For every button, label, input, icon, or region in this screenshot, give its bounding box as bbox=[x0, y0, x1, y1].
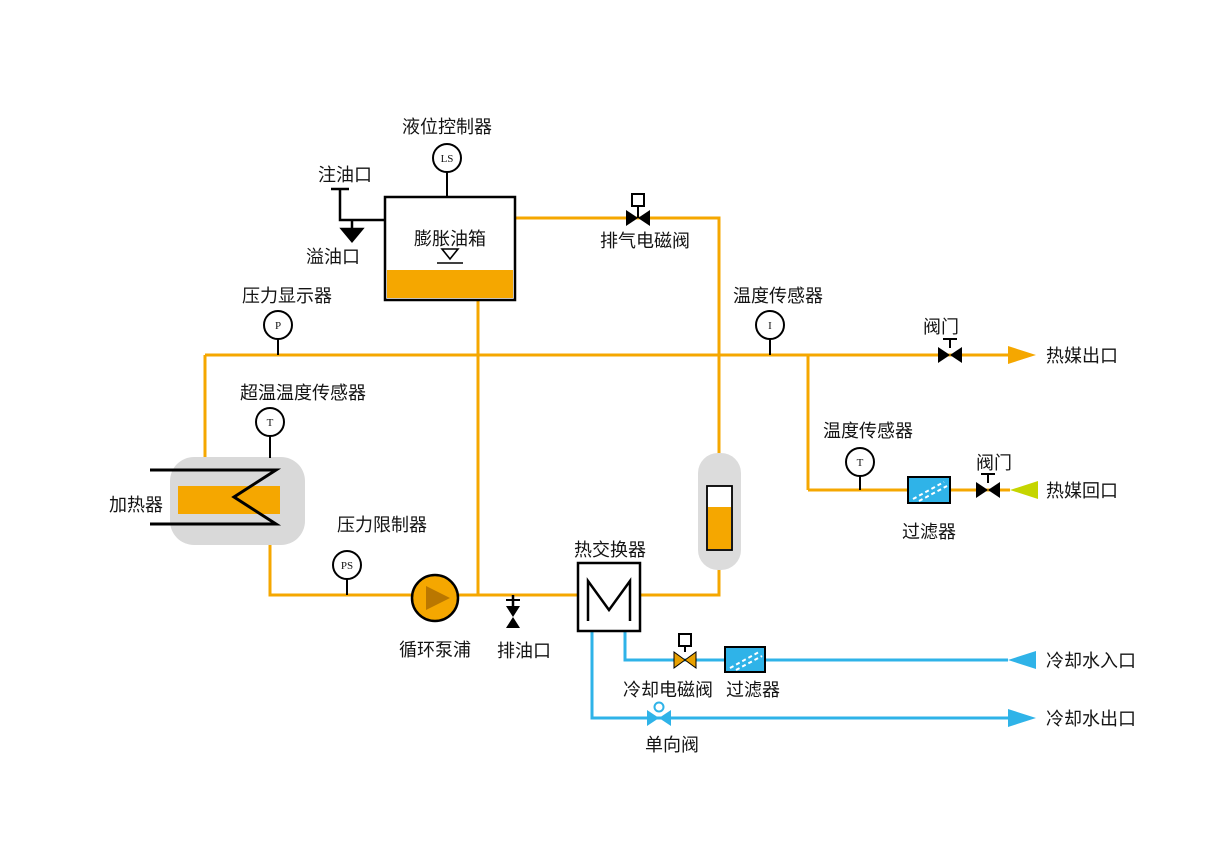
cooling-solenoid-valve bbox=[673, 633, 697, 669]
exhaust-solenoid-body-left bbox=[626, 210, 638, 226]
fill-overflow-pipes bbox=[331, 187, 385, 243]
label-oil-fill-port: 注油口 bbox=[318, 165, 372, 185]
overtemp-sensor-instrument: T bbox=[255, 407, 285, 458]
heat-exchanger bbox=[576, 561, 642, 633]
outlet-valve-body-left bbox=[938, 347, 950, 363]
check-valve-cap bbox=[653, 701, 665, 713]
pressure-display-instrument: P bbox=[263, 310, 293, 355]
oil-drain-valve bbox=[506, 595, 520, 628]
pressure-limiter-instrument: PS bbox=[332, 550, 362, 595]
outlet-valve bbox=[938, 338, 962, 363]
label-heat-medium-outlet: 热媒出口 bbox=[1046, 346, 1118, 366]
exhaust-solenoid-valve bbox=[626, 193, 650, 226]
label-overtemp-sensor: 超温温度传感器 bbox=[240, 383, 366, 403]
pressure-display-tag: P bbox=[275, 320, 281, 332]
label-heater: 加热器 bbox=[109, 495, 163, 515]
separator-oil-level bbox=[708, 507, 731, 549]
temperature-sensor-return-tag: T bbox=[857, 457, 864, 469]
label-cooling-water-outlet: 冷却水出口 bbox=[1046, 709, 1136, 729]
overtemp-sensor-tag: T bbox=[267, 417, 274, 429]
overtemp-sensor-bubble bbox=[255, 407, 285, 437]
temperature-sensor-return-bubble bbox=[845, 447, 875, 477]
circulation-pump bbox=[410, 573, 460, 623]
label-expansion-tank: 膨胀油箱 bbox=[414, 229, 486, 249]
cooling-solenoid-coil bbox=[678, 633, 692, 647]
label-temperature-sensor-main: 温度传感器 bbox=[733, 286, 823, 306]
tank-level-mark bbox=[440, 248, 460, 261]
label-pressure-limiter: 压力限制器 bbox=[337, 515, 427, 535]
level-controller-bubble bbox=[432, 143, 462, 173]
label-pressure-display: 压力显示器 bbox=[242, 286, 332, 306]
labels: 液位控制器 注油口 溢油口 膨胀油箱 排气电磁阀 压力显示器 温度传感器 阀门 … bbox=[109, 117, 1136, 755]
check-valve bbox=[647, 701, 671, 726]
heat-medium-return-arrow bbox=[1010, 481, 1038, 499]
heater bbox=[150, 457, 305, 545]
cooling-filter-mesh-1 bbox=[729, 651, 760, 669]
oil-drain-body-top bbox=[506, 606, 520, 617]
pipe-cooling-inlet-line bbox=[623, 631, 1008, 662]
label-exhaust-solenoid: 排气电磁阀 bbox=[600, 231, 690, 251]
exhaust-solenoid-coil bbox=[631, 193, 645, 207]
label-cooling-filter: 过滤器 bbox=[726, 680, 780, 700]
label-cooling-solenoid: 冷却电磁阀 bbox=[623, 680, 713, 700]
cooling-inlet-arrow bbox=[1008, 651, 1036, 669]
label-circulation-pump: 循环泵浦 bbox=[399, 640, 471, 660]
heater-element bbox=[150, 468, 282, 526]
label-heat-exchanger: 热交换器 bbox=[574, 540, 646, 560]
pressure-limiter-bubble bbox=[332, 550, 362, 580]
temperature-sensor-main-tag: I bbox=[768, 320, 772, 332]
label-cooling-water-inlet: 冷却水入口 bbox=[1046, 651, 1136, 671]
expansion-tank-oil-fill bbox=[387, 270, 513, 298]
cooling-solenoid-body-right bbox=[684, 651, 697, 669]
return-valve-body-left bbox=[976, 482, 988, 498]
cooling-filter bbox=[724, 646, 766, 673]
level-controller-tag: LS bbox=[441, 153, 454, 165]
label-heat-medium-return: 热媒回口 bbox=[1046, 481, 1118, 501]
label-oil-drain: 排油口 bbox=[497, 641, 551, 661]
label-outlet-valve: 阀门 bbox=[923, 317, 959, 337]
temperature-sensor-main-instrument: I bbox=[755, 310, 785, 355]
pump-impeller bbox=[426, 586, 450, 610]
label-return-filter: 过滤器 bbox=[902, 522, 956, 542]
heat-medium-outlet-arrow bbox=[1008, 346, 1036, 364]
oil-overflow-funnel bbox=[339, 227, 365, 243]
return-filter-mesh-2 bbox=[918, 485, 948, 502]
pipe-tank-to-vessel bbox=[515, 216, 721, 460]
heat-exchanger-coil bbox=[586, 577, 632, 621]
return-valve-body-right bbox=[988, 482, 1000, 498]
cooling-piping bbox=[590, 631, 1008, 720]
separator-vessel bbox=[698, 453, 741, 570]
exhaust-solenoid-body-right bbox=[638, 210, 650, 226]
oil-drain-body-bottom bbox=[506, 617, 520, 628]
heater-oil-core bbox=[178, 486, 280, 514]
oil-piping bbox=[203, 216, 1010, 597]
expansion-tank bbox=[383, 195, 517, 302]
check-valve-body-left bbox=[647, 710, 659, 726]
return-filter-mesh-1 bbox=[912, 481, 945, 500]
label-return-valve: 阀门 bbox=[976, 453, 1012, 473]
label-temperature-sensor-return: 温度传感器 bbox=[823, 421, 913, 441]
check-valve-body-right bbox=[659, 710, 671, 726]
level-controller-instrument: LS bbox=[432, 143, 462, 197]
label-check-valve: 单向阀 bbox=[645, 735, 699, 755]
temperature-sensor-main-bubble bbox=[755, 310, 785, 340]
oil-fill-pipe bbox=[338, 189, 385, 222]
label-oil-overflow-port: 溢油口 bbox=[306, 247, 360, 267]
temperature-sensor-return-instrument: T bbox=[845, 447, 875, 490]
outlet-valve-body-right bbox=[950, 347, 962, 363]
cooling-outlet-arrow bbox=[1008, 709, 1036, 727]
return-filter bbox=[907, 476, 951, 504]
return-valve bbox=[976, 473, 1000, 498]
cooling-filter-mesh-2 bbox=[735, 655, 763, 671]
cooling-solenoid-body-left bbox=[673, 651, 686, 669]
label-level-controller: 液位控制器 bbox=[402, 117, 492, 137]
pipe-cooling-outlet-line bbox=[590, 631, 1008, 720]
pressure-limiter-tag: PS bbox=[341, 560, 353, 572]
pressure-display-bubble bbox=[263, 310, 293, 340]
